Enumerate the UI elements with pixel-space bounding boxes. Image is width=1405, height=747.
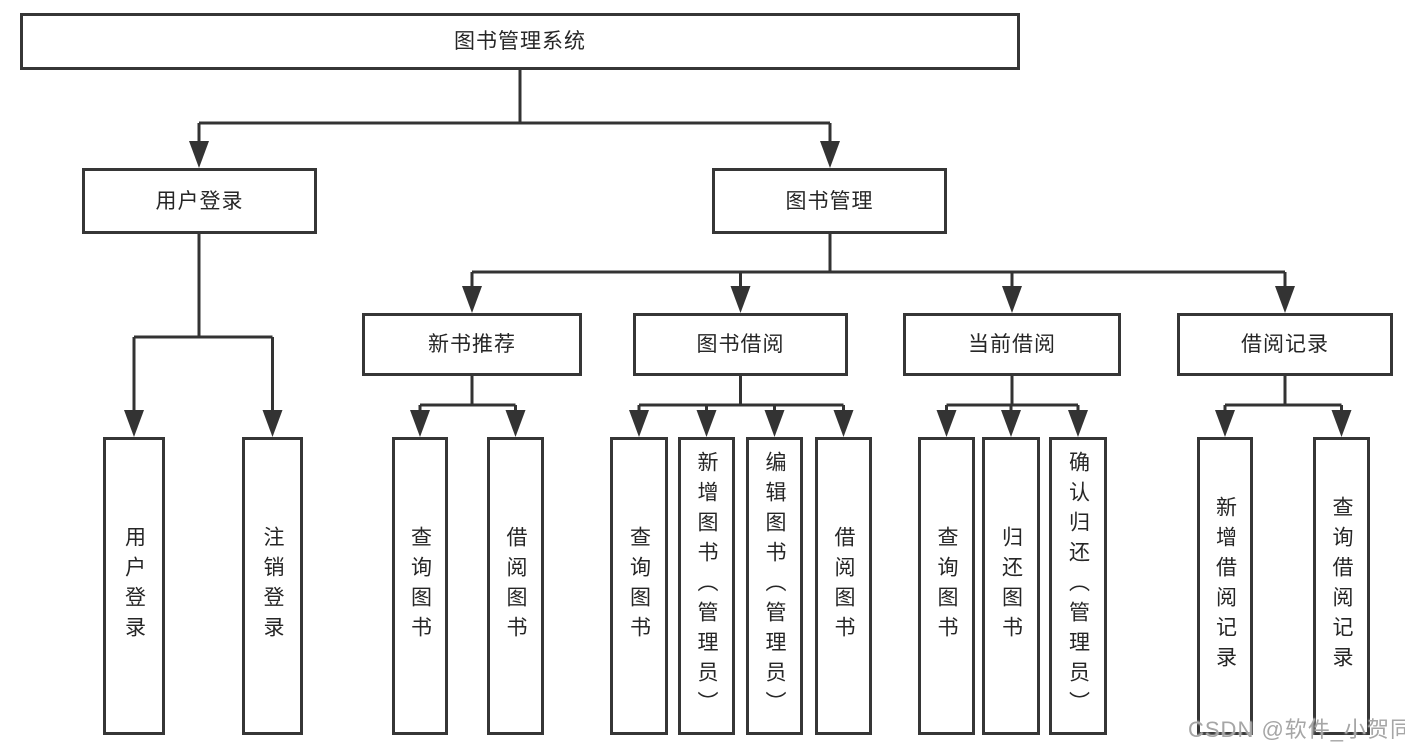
node-user-login-label: 用户登录 <box>155 189 244 213</box>
leaf-return-book: 归还图书 <box>982 437 1040 735</box>
node-book-management-label: 图书管理 <box>785 189 874 213</box>
leaf-edit-book-admin-label: 编辑图书（管理员） <box>763 451 786 721</box>
leaf-return-book-label: 归还图书 <box>999 526 1023 646</box>
node-borrow-records: 借阅记录 <box>1177 313 1393 376</box>
node-current-borrow: 当前借阅 <box>903 313 1121 376</box>
leaf-query-books-recommend: 查询图书 <box>392 437 448 735</box>
node-user-login: 用户登录 <box>82 168 317 234</box>
leaf-user-login: 用户登录 <box>103 437 165 735</box>
node-borrow-records-label: 借阅记录 <box>1241 333 1329 356</box>
leaf-query-books-borrow: 查询图书 <box>610 437 668 735</box>
node-new-book-recommend: 新书推荐 <box>362 313 582 376</box>
leaf-borrow-books: 借阅图书 <box>815 437 872 735</box>
leaf-query-books-recommend-label: 查询图书 <box>408 526 432 646</box>
leaf-query-books-current: 查询图书 <box>918 437 975 735</box>
leaf-borrow-books-recommend-label: 借阅图书 <box>504 526 527 646</box>
leaf-add-book-admin: 新增图书（管理员） <box>678 437 735 735</box>
leaf-add-borrow-record: 新增借阅记录 <box>1197 437 1253 735</box>
leaf-query-books-current-label: 查询图书 <box>935 526 958 646</box>
node-book-management: 图书管理 <box>712 168 947 234</box>
node-root: 图书管理系统 <box>20 13 1020 70</box>
leaf-logout-login: 注销登录 <box>242 437 303 735</box>
leaf-query-books-borrow-label: 查询图书 <box>627 526 651 646</box>
node-book-borrow-label: 图书借阅 <box>696 333 785 356</box>
node-book-borrow: 图书借阅 <box>633 313 848 376</box>
node-current-borrow-label: 当前借阅 <box>968 333 1056 356</box>
node-new-book-recommend-label: 新书推荐 <box>428 333 516 356</box>
leaf-edit-book-admin: 编辑图书（管理员） <box>746 437 803 735</box>
leaf-logout-login-label: 注销登录 <box>261 526 284 646</box>
leaf-query-borrow-record-label: 查询借阅记录 <box>1330 496 1353 676</box>
leaf-query-borrow-record: 查询借阅记录 <box>1313 437 1370 735</box>
leaf-confirm-return-admin: 确认归还（管理员） <box>1049 437 1107 735</box>
leaf-borrow-books-label: 借阅图书 <box>832 526 855 646</box>
leaf-user-login-label: 用户登录 <box>122 526 146 646</box>
leaf-add-borrow-record-label: 新增借阅记录 <box>1213 496 1237 676</box>
node-root-label: 图书管理系统 <box>454 30 586 53</box>
leaf-confirm-return-admin-label: 确认归还（管理员） <box>1066 451 1090 721</box>
leaf-add-book-admin-label: 新增图书（管理员） <box>695 451 718 721</box>
leaf-borrow-books-recommend: 借阅图书 <box>487 437 544 735</box>
watermark: CSDN @软件_小贺同学 <box>1188 717 1405 742</box>
